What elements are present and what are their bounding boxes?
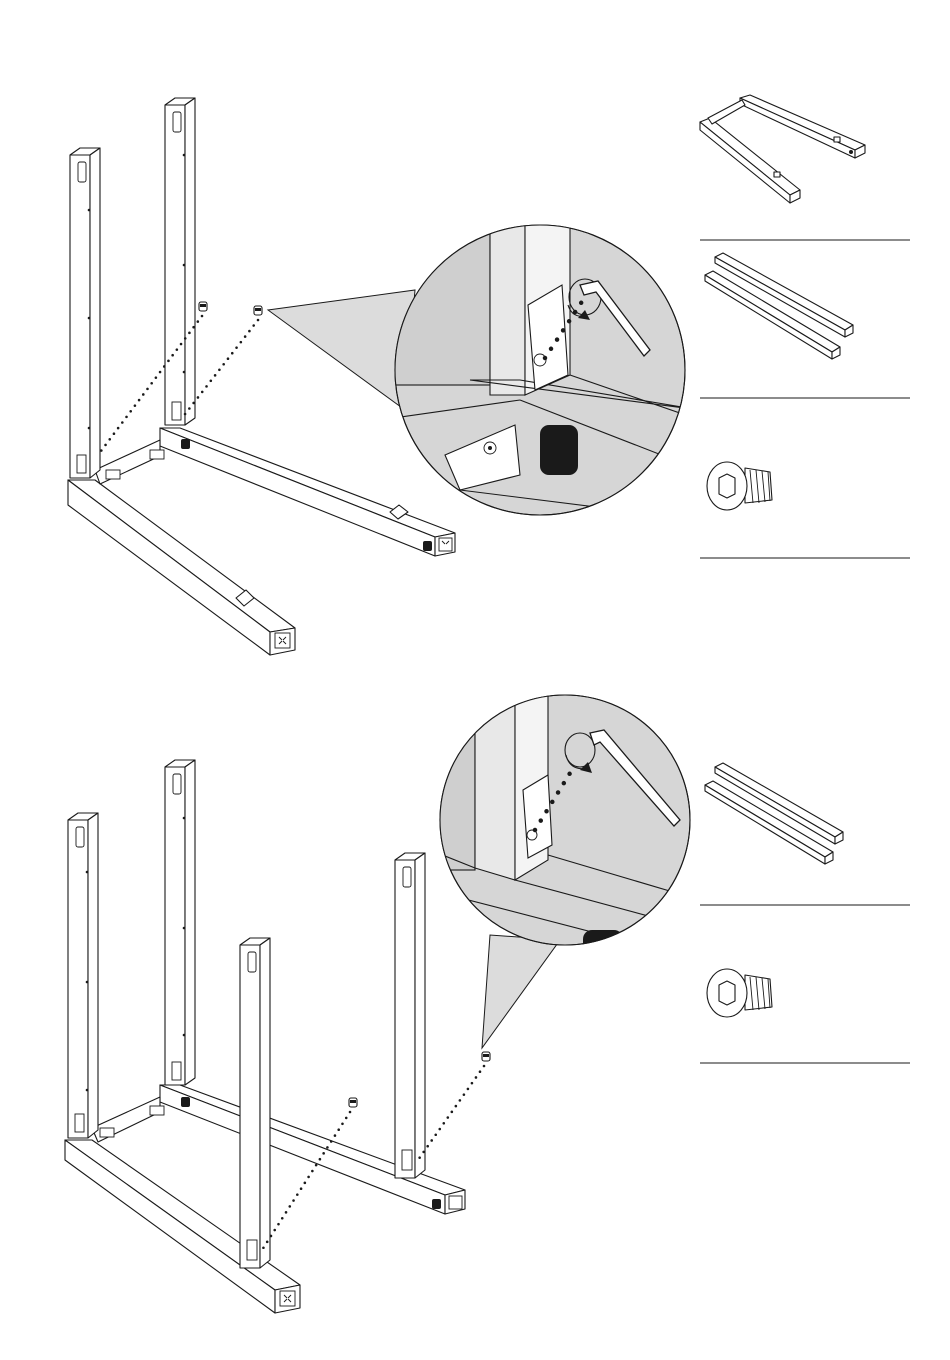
upright-tube-front-right (395, 853, 425, 1178)
base-bar-left (68, 480, 295, 655)
step-2-main-illustration (65, 760, 490, 1313)
step-2-detail-callout (430, 690, 700, 1048)
step-2-parts-list (700, 763, 910, 1063)
upright-tube-right (165, 98, 195, 425)
screw-icon (482, 1052, 490, 1061)
base-bar-right (160, 428, 455, 556)
tube-end-square-icon (275, 633, 290, 648)
u-base-frame-icon (700, 95, 865, 203)
step-1-parts-list (700, 95, 910, 558)
screw-icon (199, 302, 207, 311)
button-head-hex-screw-icon (707, 462, 772, 510)
bracket-icon (523, 775, 552, 858)
upright-tube-back-left (68, 813, 98, 1138)
upright-tube-front-middle (240, 938, 270, 1268)
screw-icon (349, 1098, 357, 1107)
button-head-hex-screw-icon (707, 969, 772, 1017)
two-square-tubes-icon (705, 763, 843, 864)
step-1-detail-callout (268, 225, 700, 520)
upright-tube-left (70, 148, 100, 478)
upright-tube-back-right (165, 760, 195, 1085)
two-square-tubes-icon (705, 253, 853, 359)
screw-icon (254, 306, 262, 315)
